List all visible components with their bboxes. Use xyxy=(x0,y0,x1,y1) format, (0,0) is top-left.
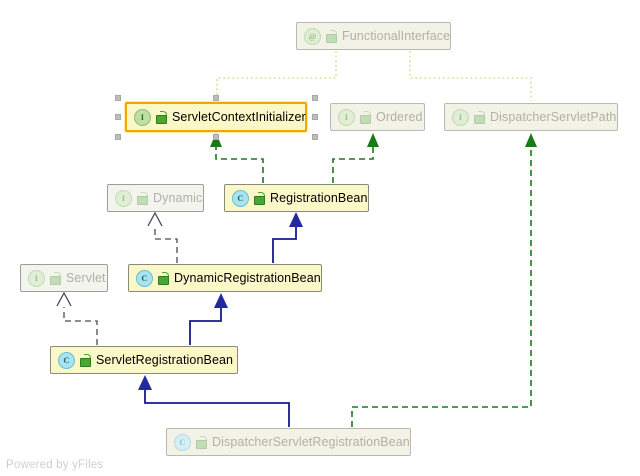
node-label: ServletContextInitializer xyxy=(172,109,306,124)
node-label: Ordered xyxy=(376,109,423,124)
node-servlet[interactable]: I Servlet xyxy=(20,264,108,292)
interface-icon: I xyxy=(338,108,355,126)
node-label: RegistrationBean xyxy=(270,190,368,205)
node-dynamic-registration-bean[interactable]: C DynamicRegistrationBean xyxy=(128,264,322,292)
edge-dynamic-registration-bean-to-registration-bean xyxy=(272,212,303,263)
node-ordered[interactable]: I Ordered xyxy=(330,103,425,131)
node-dispatcher-servlet-registration-bean[interactable]: C DispatcherServletRegistrationBean xyxy=(166,428,411,456)
selection-handle-bottom-left[interactable] xyxy=(115,134,121,140)
selection-handle-top-left[interactable] xyxy=(115,95,121,101)
edge-dynamic-registration-bean-to-dynamic xyxy=(147,211,178,263)
annotation-icon: @ xyxy=(304,27,321,45)
edge-servlet-registration-bean-to-dynamic-registration-bean xyxy=(189,293,228,345)
edge-registration-bean-to-ordered xyxy=(332,133,379,183)
edge-servlet-registration-bean-to-servlet xyxy=(56,291,98,345)
node-label: DynamicRegistrationBean xyxy=(174,270,321,285)
unlocked-icon xyxy=(48,271,61,285)
unlocked-icon xyxy=(154,110,167,124)
interface-icon: I xyxy=(115,189,132,207)
selection-handle-middle-left[interactable] xyxy=(115,114,121,120)
interface-icon: I xyxy=(452,108,469,126)
edge-dispatcher-servlet-registration-bean-to-servlet-registration-bean xyxy=(138,375,290,427)
class-icon: C xyxy=(136,269,153,287)
unlocked-icon xyxy=(358,110,371,124)
interface-icon: I xyxy=(134,108,151,126)
node-dispatcher-servlet-path[interactable]: I DispatcherServletPath xyxy=(444,103,618,131)
node-label: DispatcherServletRegistrationBean xyxy=(212,434,410,449)
edge-functional-interface-to-dispatcher-servlet-path xyxy=(409,51,532,101)
node-servlet-registration-bean[interactable]: C ServletRegistrationBean xyxy=(50,346,238,374)
node-dynamic[interactable]: I Dynamic xyxy=(107,184,204,212)
class-icon: C xyxy=(58,351,75,369)
interface-icon: I xyxy=(28,269,45,287)
edge-registration-bean-to-servlet-context-initializer xyxy=(210,133,264,183)
node-label: ServletRegistrationBean xyxy=(96,352,234,367)
node-label: Servlet xyxy=(66,270,106,285)
selection-handle-top-center[interactable] xyxy=(213,95,219,101)
selection-handle-bottom-right[interactable] xyxy=(312,134,318,140)
unlocked-icon xyxy=(472,110,485,124)
edge-functional-interface-to-servlet-context-initializer xyxy=(216,51,337,97)
yfiles-watermark: Powered by yFiles xyxy=(6,459,104,471)
selection-handle-bottom-center[interactable] xyxy=(213,134,219,140)
node-functional-interface[interactable]: @ FunctionalInterface xyxy=(296,22,451,50)
node-registration-bean[interactable]: C RegistrationBean xyxy=(224,184,369,212)
node-servlet-context-initializer[interactable]: I ServletContextInitializer xyxy=(125,102,307,132)
unlocked-icon xyxy=(156,271,169,285)
node-label: Dynamic xyxy=(153,190,203,205)
selection-handle-middle-right[interactable] xyxy=(312,114,318,120)
node-label: FunctionalInterface xyxy=(342,28,451,43)
edge-dispatcher-servlet-registration-bean-to-dispatcher-servlet-path xyxy=(351,133,537,427)
selection-handle-top-right[interactable] xyxy=(312,95,318,101)
class-icon: C xyxy=(232,189,249,207)
unlocked-icon xyxy=(135,191,148,205)
unlocked-icon xyxy=(78,353,91,367)
unlocked-icon xyxy=(324,29,337,43)
class-icon: C xyxy=(174,433,191,451)
unlocked-icon xyxy=(252,191,265,205)
node-label: DispatcherServletPath xyxy=(490,109,617,124)
unlocked-icon xyxy=(194,435,207,449)
